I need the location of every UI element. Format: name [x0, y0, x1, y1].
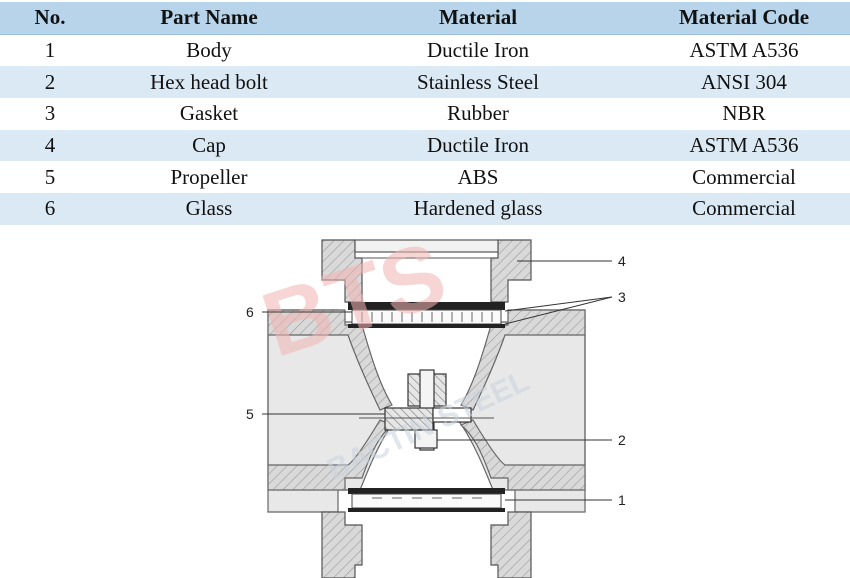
- cell-material: Stainless Steel: [318, 66, 638, 99]
- callout-4: 4: [618, 253, 626, 269]
- table-row: 2 Hex head bolt Stainless Steel ANSI 304: [0, 66, 850, 99]
- cell-part-name: Cap: [100, 129, 318, 162]
- callout-3: 3: [618, 289, 626, 305]
- parts-table: No. Part Name Material Material Code 1 B…: [0, 2, 850, 225]
- table-row: 3 Gasket Rubber NBR: [0, 98, 850, 130]
- cell-material: Ductile Iron: [318, 34, 638, 67]
- cell-material-code: Commercial: [638, 193, 850, 225]
- cell-no: 4: [0, 129, 100, 162]
- cell-material: Hardened glass: [318, 193, 638, 225]
- cell-part-name: Propeller: [100, 161, 318, 194]
- table-row: 1 Body Ductile Iron ASTM A536: [0, 34, 850, 67]
- cell-no: 5: [0, 161, 100, 194]
- cell-no: 6: [0, 193, 100, 225]
- cell-part-name: Hex head bolt: [100, 66, 318, 99]
- header-part-name: Part Name: [100, 2, 318, 35]
- sight-glass-section-drawing: BTS BACTIN STEEL 4 3 6 5 2 1: [246, 226, 626, 578]
- callout-5: 5: [246, 406, 254, 422]
- table-row: 4 Cap Ductile Iron ASTM A536: [0, 129, 850, 162]
- cell-no: 1: [0, 34, 100, 67]
- cell-material-code: ANSI 304: [638, 66, 850, 99]
- bottom-glass: [348, 488, 505, 512]
- callout-2: 2: [618, 432, 626, 448]
- cell-material-code: ASTM A536: [638, 34, 850, 67]
- top-cap: [321, 239, 532, 303]
- header-no: No.: [0, 2, 100, 35]
- table-row: 6 Glass Hardened glass Commercial: [0, 193, 850, 225]
- cell-part-name: Gasket: [100, 98, 318, 130]
- bottom-cap: [321, 511, 532, 578]
- callout-6: 6: [246, 304, 254, 320]
- cell-no: 2: [0, 66, 100, 99]
- cell-no: 3: [0, 98, 100, 130]
- callout-1: 1: [618, 492, 626, 508]
- cell-part-name: Body: [100, 34, 318, 67]
- table-row: 5 Propeller ABS Commercial: [0, 161, 850, 194]
- cell-material-code: Commercial: [638, 161, 850, 194]
- propeller-assembly: [359, 369, 494, 451]
- top-glass: [348, 302, 505, 328]
- cell-material-code: NBR: [638, 98, 850, 130]
- cell-material: Rubber: [318, 98, 638, 130]
- cell-material: Ductile Iron: [318, 129, 638, 162]
- header-material-code: Material Code: [638, 2, 850, 35]
- leader-lines: [262, 260, 613, 501]
- table-header-row: No. Part Name Material Material Code: [0, 2, 850, 35]
- cell-material-code: ASTM A536: [638, 129, 850, 162]
- header-material: Material: [318, 2, 638, 35]
- cell-material: ABS: [318, 161, 638, 194]
- cell-part-name: Glass: [100, 193, 318, 225]
